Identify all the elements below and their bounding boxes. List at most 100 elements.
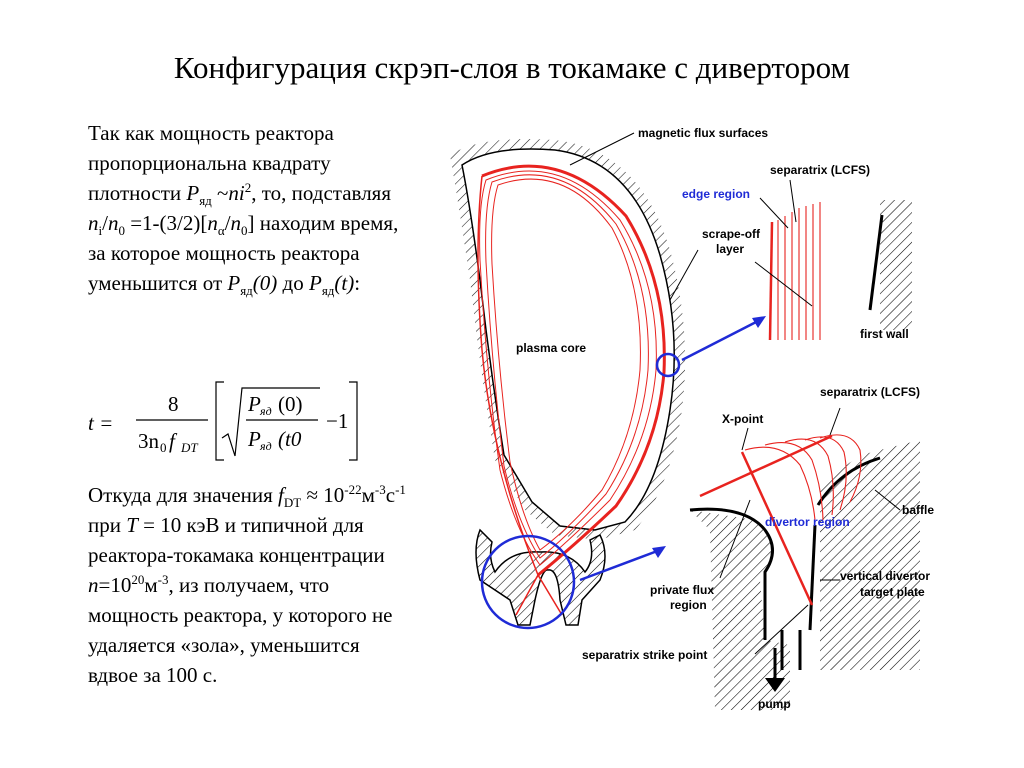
zoom-circle-edge — [655, 352, 681, 378]
left-bracket — [215, 381, 224, 461]
bottom-exp4: 20 — [131, 572, 145, 587]
bottom-n: n — [88, 573, 99, 597]
zoom-circle-divertor — [480, 534, 576, 630]
n0-symbol: n — [107, 211, 119, 235]
formula-inner-den-sub: яд — [259, 439, 272, 453]
bottom-e: , из получаем, что мощность реактора, у … — [88, 573, 393, 687]
formula-f: f — [169, 429, 178, 453]
bottom-a: Откуда для значения — [88, 483, 279, 507]
formula-inner-den-p: P — [247, 427, 261, 451]
p1-sub: яд — [240, 283, 253, 299]
dflux-2 — [764, 442, 824, 521]
divertor-wall-left — [689, 507, 774, 640]
p2-sub: яд — [321, 283, 335, 299]
flux-surface-1 — [479, 170, 657, 566]
ni-square: 2 — [244, 180, 252, 195]
label-divertor-region: divertor region — [765, 515, 850, 529]
ni-ratio-n: n — [88, 211, 99, 235]
intro-line1: Так как мощность реактора пропорциональн… — [88, 121, 334, 205]
divertor-wall-right — [816, 456, 881, 506]
arrow-divertor-head — [652, 546, 666, 558]
conclusion-paragraph: Откуда для значения fDT ≈ 10-22м-3с-1 пр… — [88, 480, 408, 690]
formula-n0-sub: 0 — [160, 440, 167, 455]
flux-surfaces — [479, 170, 657, 566]
p-symbol: P — [186, 181, 200, 205]
label-magnetic-flux: magnetic flux surfaces — [638, 126, 768, 140]
p2-arg: (t) — [334, 271, 355, 295]
divertor-separatrix-2 — [740, 451, 814, 606]
intro-close: ] находим время, за которое мощность реа… — [88, 211, 399, 295]
arrow-divertor — [579, 548, 661, 582]
label-plasma-core: plasma core — [516, 341, 586, 355]
divertor-zoom-hatch-left — [690, 510, 790, 710]
bottom-c: = 10 кэВ и типичной для реактора-токамак… — [88, 513, 385, 567]
bottom-approx: ≈ 10 — [301, 483, 345, 507]
bottom-f-sub: DT — [283, 495, 302, 511]
flux-surface-3 — [491, 178, 641, 551]
scrape-off-lines — [777, 202, 821, 340]
formula-inner-p-sub: яд — [259, 404, 272, 418]
bottom-f: f — [278, 483, 284, 507]
page-title: Конфигурация скрэп-слоя в токамаке с див… — [173, 50, 851, 85]
formula-numerator: 8 — [168, 392, 179, 416]
dflux-5 — [819, 434, 862, 503]
lcfs-edge-line — [768, 221, 774, 341]
dflux-4 — [804, 436, 847, 511]
ptr-baffle — [874, 489, 901, 511]
ni-symbol: ni — [228, 181, 245, 205]
slash2: / — [224, 211, 231, 235]
label-separatrix-mid: separatrix (LCFS) — [820, 385, 920, 399]
formula-minus-one: −1 — [326, 409, 348, 433]
label-private-flux: private flux — [650, 583, 714, 597]
pump-duct — [780, 630, 802, 670]
label-separatrix-top: separatrix (LCFS) — [770, 163, 870, 177]
n0b: n — [230, 211, 242, 235]
divertor-leg-left — [515, 574, 539, 616]
first-wall-hatch — [880, 200, 912, 330]
bottom-unit3: м — [144, 573, 158, 597]
flux-surface-2 — [485, 174, 649, 559]
separatrix-inner-leg — [477, 175, 539, 576]
sim-sign: ~ — [211, 181, 229, 205]
n-alpha: n — [207, 211, 218, 235]
intro-do: до — [277, 271, 309, 295]
label-scrape-off: scrape-off — [702, 227, 761, 241]
separatrix-line — [481, 164, 666, 577]
divertor-leg-right — [537, 574, 563, 616]
divertor-zoom-hatch-right — [820, 440, 920, 670]
ptr-sep-mid — [829, 407, 841, 436]
bottom-exp5: -3 — [157, 572, 169, 587]
label-first-wall: first wall — [860, 327, 909, 341]
label-edge-region: edge region — [682, 187, 750, 201]
label-vertical-divertor: vertical divertor — [840, 569, 930, 583]
label-target-plate: target plate — [860, 585, 925, 599]
bottom-T: T — [126, 513, 138, 537]
ptr-sep-top — [789, 179, 797, 223]
bottom-exp3: -1 — [395, 482, 406, 497]
formula-inner-arg: (0) — [278, 392, 303, 416]
slash: / — [102, 211, 108, 235]
ptr-xpoint — [741, 427, 749, 451]
ptr-sol — [754, 261, 813, 307]
formula-t: t = — [88, 411, 113, 435]
label-strike-point: separatrix strike point — [582, 648, 707, 662]
tokamak-diagram: magnetic flux surfaces separatrix (LCFS)… — [450, 126, 934, 711]
bottom-exp2: -3 — [374, 482, 386, 497]
intro-paragraph: Так как мощность реактора пропорциональн… — [88, 118, 408, 298]
arrow-edge-head — [752, 316, 766, 328]
sqrt-sign — [221, 387, 320, 457]
p1-arg: (0) — [252, 271, 278, 295]
formula-3n: 3n — [138, 429, 160, 453]
bottom-unit2: с — [385, 483, 396, 507]
pointer-lines — [569, 132, 901, 655]
n0b-sub: 0 — [241, 223, 248, 239]
intro-to: , то, подставляя — [251, 181, 391, 205]
formula-dt-sub: DT — [180, 440, 198, 455]
pump-arrow-head — [765, 678, 785, 692]
label-pump: pump — [758, 697, 791, 711]
label-layer: layer — [716, 242, 744, 256]
bottom-exp1: -22 — [344, 482, 362, 497]
intro-eq: =1-(3/2)[ — [124, 211, 208, 235]
p2-symbol: P — [308, 271, 322, 295]
arrow-edge — [681, 318, 761, 362]
